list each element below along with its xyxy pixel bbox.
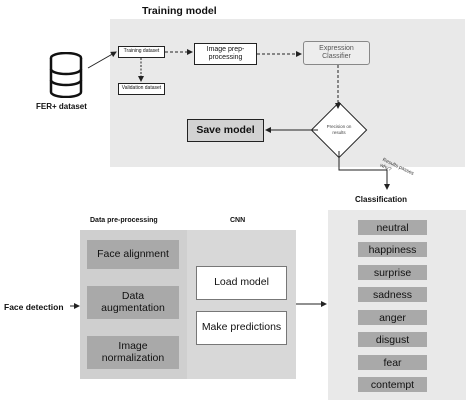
- face-detection-label: Face detection: [4, 302, 64, 312]
- classification-panel: [328, 210, 466, 400]
- save-model-box: Save model: [187, 119, 264, 142]
- class-item-happiness: happiness: [358, 242, 427, 257]
- database-icon: [49, 52, 83, 98]
- validation-dataset-box: Validation dataset: [118, 83, 165, 95]
- training-dataset-box: Training dataset: [118, 46, 165, 58]
- data-augmentation-box: Data augmentation: [87, 286, 179, 319]
- face-alignment-box: Face alignment: [87, 240, 179, 269]
- image-normalization-box: Image normalization: [87, 336, 179, 369]
- classification-title: Classification: [355, 195, 408, 204]
- decision-label: Precision on results: [326, 124, 352, 135]
- load-model-box: Load model: [196, 266, 287, 300]
- class-item-neutral: neutral: [358, 220, 427, 235]
- cnn-title: CNN: [230, 217, 246, 224]
- class-item-contempt: contempt: [358, 377, 427, 392]
- preprocessing-title: Data pre-processing: [90, 217, 158, 224]
- diagram-title: Training model: [142, 5, 217, 17]
- class-item-sadness: sadness: [358, 287, 427, 302]
- class-item-surprise: surprise: [358, 265, 427, 280]
- cnn-panel: [187, 230, 296, 379]
- class-item-disgust: disgust: [358, 332, 427, 347]
- training-panel: [110, 19, 465, 167]
- image-preprocessing-box: Image prep-processing: [194, 43, 257, 65]
- class-item-fear: fear: [358, 355, 427, 370]
- class-item-anger: anger: [358, 310, 427, 325]
- make-predictions-box: Make predictions: [196, 311, 287, 345]
- dataset-label: FER+ dataset: [36, 102, 87, 111]
- expression-classifier-box: Expression Classifier: [303, 41, 370, 65]
